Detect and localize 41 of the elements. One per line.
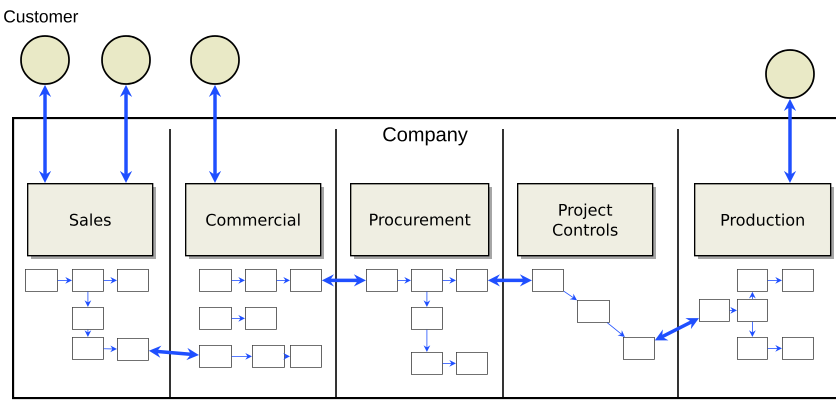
process-box: [117, 269, 149, 292]
process-box: [411, 352, 443, 375]
caption-text: Customer: [4, 10, 78, 23]
process-box: [577, 300, 610, 323]
process-box: [782, 269, 814, 292]
process-box: [245, 307, 277, 330]
process-box: [737, 337, 768, 360]
process-box: [456, 352, 488, 375]
customer-circle: [101, 35, 151, 85]
arrow: [563, 290, 577, 300]
process-box: [72, 337, 104, 360]
process-box: [25, 269, 58, 292]
process-box: [366, 269, 398, 292]
process-box: [245, 269, 277, 292]
process-box: [199, 269, 232, 292]
process-box: [532, 269, 564, 292]
process-box: [252, 345, 285, 368]
department-box: Commercial: [185, 183, 324, 259]
process-box: [411, 269, 443, 292]
customer-circle: [765, 49, 815, 99]
process-box: [782, 337, 814, 360]
process-box: [290, 345, 322, 368]
process-box: [411, 307, 443, 330]
process-box: [72, 269, 104, 292]
process-box: [737, 269, 768, 292]
process-box: [623, 337, 655, 360]
process-box: [456, 269, 488, 292]
department-box: Project Controls: [517, 183, 656, 259]
process-box: [290, 269, 322, 292]
department-box: Procurement: [350, 183, 492, 259]
process-box: [199, 345, 232, 368]
department-box: Sales: [27, 183, 156, 259]
process-box: [72, 307, 104, 330]
process-box: [699, 299, 730, 322]
arrow: [607, 322, 625, 337]
process-box: [737, 299, 768, 322]
process-box: [117, 338, 149, 361]
process-box: [199, 307, 232, 330]
department-box: Production: [694, 183, 834, 259]
customer-circle: [190, 35, 240, 85]
customer-circle: [20, 35, 70, 85]
